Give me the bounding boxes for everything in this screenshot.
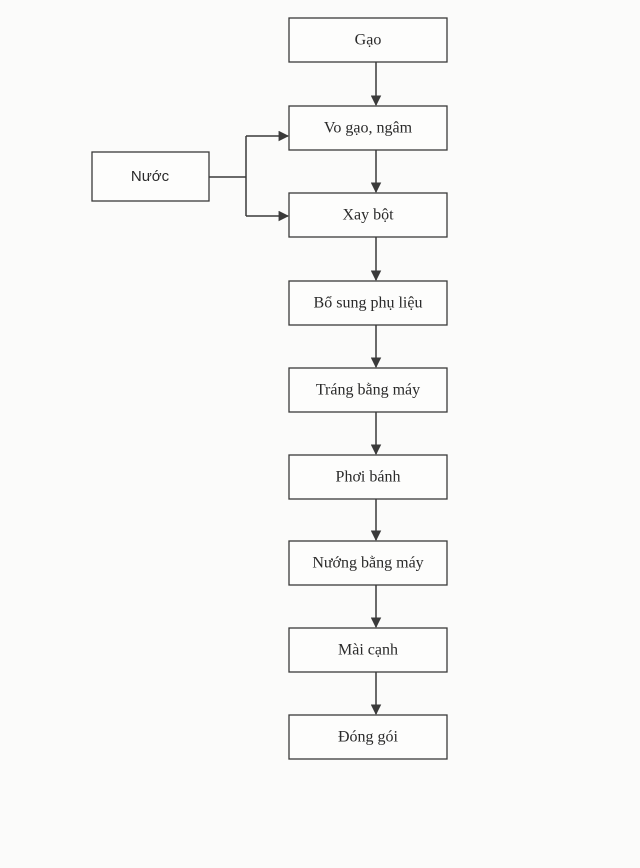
- step-label: Đóng gói: [338, 729, 399, 746]
- step-label: Mài cạnh: [338, 642, 398, 659]
- step-box: [288, 714, 448, 760]
- step-label: Bổ sung phụ liệu: [314, 295, 423, 312]
- step-box: [288, 17, 448, 63]
- water-input: Nước: [91, 130, 290, 222]
- step-label: Xay bột: [342, 207, 394, 224]
- step-label: Nướng bằng máy: [312, 555, 423, 572]
- step-box: [288, 627, 448, 673]
- step-label: Phơi bánh: [336, 469, 401, 486]
- step-label: Vo gạo, ngâm: [324, 120, 413, 137]
- step-label: Gạo: [355, 32, 382, 49]
- step-box: [288, 540, 448, 586]
- step-box: [288, 367, 448, 413]
- step-box: [288, 280, 448, 326]
- step-box: [288, 454, 448, 500]
- step-box: [288, 105, 448, 151]
- water-label: Nước: [131, 168, 170, 185]
- step-label: Tráng bằng máy: [316, 382, 420, 399]
